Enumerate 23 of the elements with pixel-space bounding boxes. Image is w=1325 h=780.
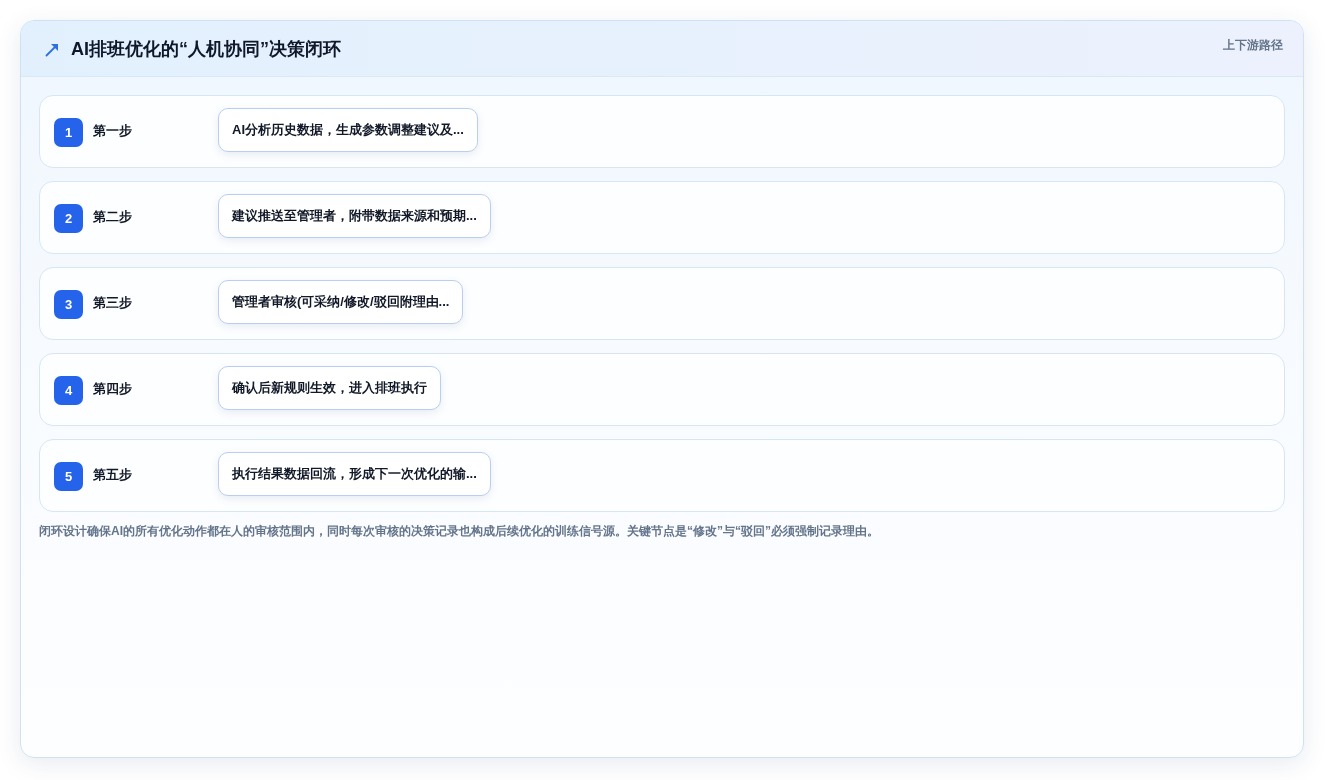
step-number: 4: [54, 376, 83, 405]
step-label: 第五步: [93, 466, 132, 484]
step-row: [39, 95, 1285, 168]
step-box: 管理者审核(可采纳/修改/驳回附理由...: [218, 280, 464, 324]
caption-note: 闭环设计确保AI的所有优化动作都在人的审核范围内，同时每次审核的决策记录也构成后续优化的训练信号源。关键节点是“修改”与“驳回”必须强制记录理由。: [39, 523, 879, 539]
step-row: [39, 353, 1285, 426]
step-box: AI分析历史数据，生成参数调整建议及...: [218, 108, 478, 152]
step-row: [39, 181, 1285, 254]
step-label: 第二步: [93, 208, 132, 226]
step-number: 5: [54, 462, 83, 491]
step-box: 执行结果数据回流，形成下一次优化的输...: [218, 452, 491, 496]
step-box: 建议推送至管理者，附带数据来源和预期...: [218, 194, 491, 238]
step-row: [39, 267, 1285, 340]
step-label: 第三步: [93, 294, 132, 312]
step-number: 2: [54, 204, 83, 233]
title: AI排班优化的“人机协同”决策闭环: [71, 38, 341, 61]
step-row: [39, 439, 1285, 512]
step-box: 确认后新规则生效，进入排班执行: [218, 366, 441, 410]
step-label: 第四步: [93, 380, 132, 398]
header-note: 上下游路径: [1223, 37, 1283, 53]
step-number: 1: [54, 118, 83, 147]
step-number: 3: [54, 290, 83, 319]
step-label: 第一步: [93, 122, 132, 140]
